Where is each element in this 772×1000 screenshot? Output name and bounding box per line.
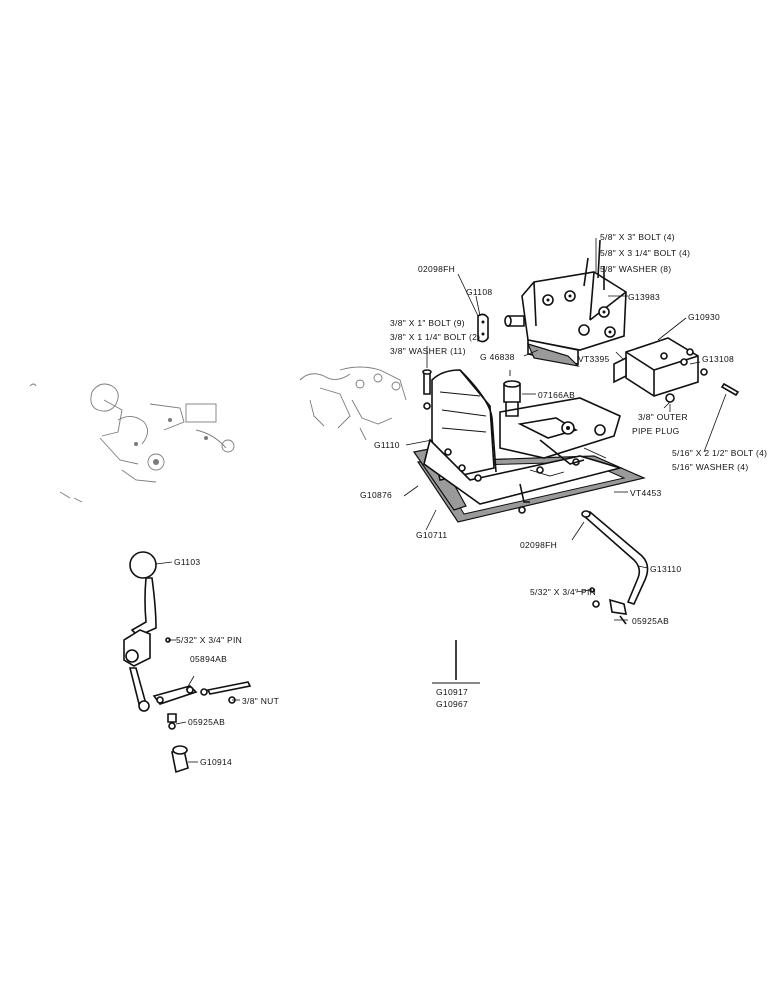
- label-g10930: G10930: [688, 312, 720, 322]
- label-nut: 3/8" NUT: [242, 696, 279, 706]
- label-bolt-3in: 5/8" X 3" BOLT (4): [600, 232, 675, 242]
- rod-with-nut: [200, 681, 252, 704]
- valve-07166ab: [503, 370, 521, 417]
- part-labels: 5/8" X 3" BOLT (4) 5/8" X 3 1/4" BOLT (4…: [174, 232, 767, 767]
- pin-05925ab-left: [167, 713, 177, 730]
- label-05925ab-left: 05925AB: [188, 717, 225, 727]
- label-g1108: G1108: [466, 287, 492, 297]
- control-lever-g13110: [581, 510, 649, 625]
- label-vt4453: VT4453: [630, 488, 662, 498]
- label-g1103: G1103: [174, 557, 200, 567]
- hand-lever-g1103: [123, 551, 157, 712]
- label-07166ab: 07166AB: [538, 390, 575, 400]
- label-outer-plug-2: PIPE PLUG: [632, 426, 680, 436]
- label-bolt-3-25: 5/8" X 3 1/4" BOLT (4): [600, 248, 690, 258]
- leader-lines: [155, 238, 727, 763]
- label-g46838: G 46838: [480, 352, 515, 362]
- label-g13983: G13983: [628, 292, 660, 302]
- label-g10914: G10914: [200, 757, 232, 767]
- pin-g10914: [171, 745, 189, 774]
- link-05894ab: [152, 685, 198, 705]
- label-g10917: G10917: [436, 687, 468, 697]
- rod-g10917: [432, 640, 480, 684]
- label-g1110: G1110: [374, 440, 400, 450]
- valve-block-g10930: [613, 337, 699, 397]
- faded-tractor-assembly-drawing: [29, 366, 407, 503]
- label-05925ab-right: 05925AB: [632, 616, 669, 626]
- label-02098fh-bot: 02098FH: [520, 540, 557, 550]
- pipe-plug: [663, 393, 675, 409]
- label-outer-plug-1: 3/8" OUTER: [638, 412, 688, 422]
- label-g10967: G10967: [436, 699, 468, 709]
- label-05894ab: 05894AB: [190, 654, 227, 664]
- label-washer-4: 5/16" WASHER (4): [672, 462, 748, 472]
- label-bolt-2-5: 5/16" X 2 1/2" BOLT (4): [672, 448, 767, 458]
- label-washer-8: 5/8" WASHER (8): [600, 264, 671, 274]
- label-g10876: G10876: [360, 490, 392, 500]
- label-vt3395: VT3395: [578, 354, 610, 364]
- label-g13110: G13110: [650, 564, 681, 574]
- label-pin-left: 5/32" X 3/4" PIN: [176, 635, 242, 645]
- bolt-stack-3-8: [422, 346, 432, 410]
- label-bolt-1-25: 3/8" X 1 1/4" BOLT (2): [390, 332, 480, 342]
- link-g1108: [477, 313, 489, 343]
- hydraulic-pump-g13983: [504, 239, 627, 367]
- label-pin-right: 5/32" X 3/4" PIN: [530, 587, 596, 597]
- cover-housing-g1110: [423, 369, 623, 514]
- bolt-5-16: [700, 368, 740, 397]
- label-washer-11: 3/8" WASHER (11): [390, 346, 466, 356]
- label-g10711: G10711: [416, 530, 447, 540]
- label-02098fh-top: 02098FH: [418, 264, 455, 274]
- label-g13108: G13108: [702, 354, 734, 364]
- label-bolt-1in: 3/8" X 1" BOLT (9): [390, 318, 465, 328]
